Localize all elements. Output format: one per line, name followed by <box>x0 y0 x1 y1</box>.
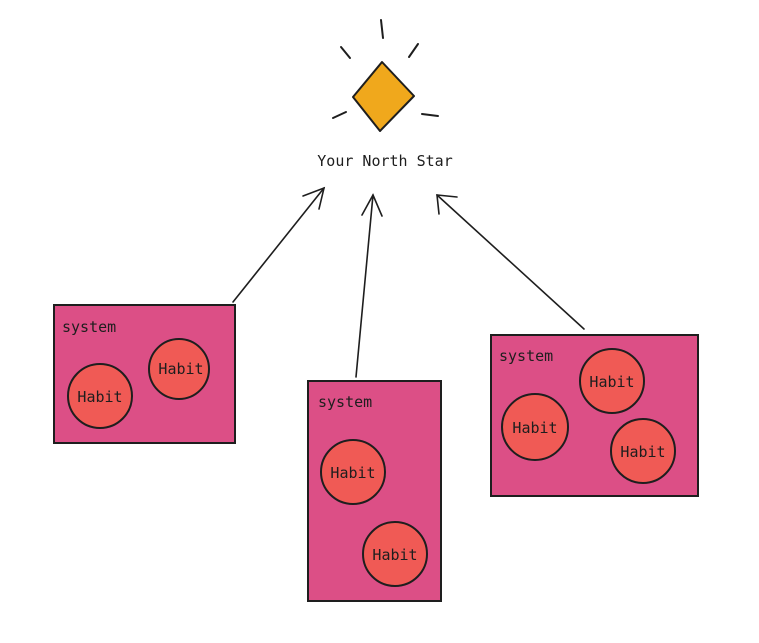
habit-label: Habit <box>158 360 203 378</box>
system-box-2: system Habit Habit <box>307 380 442 602</box>
arrows <box>232 186 585 378</box>
arrow-system-1 <box>232 186 326 303</box>
system-box-3: system Habit Habit Habit <box>490 334 699 497</box>
star-rays <box>332 19 439 119</box>
habit-label: Habit <box>620 443 665 461</box>
habit-label: Habit <box>372 546 417 564</box>
habit-circle: Habit <box>67 363 133 429</box>
habit-circle: Habit <box>320 439 386 505</box>
habit-label: Habit <box>330 464 375 482</box>
habit-label: Habit <box>512 419 557 437</box>
habit-circle: Habit <box>362 521 428 587</box>
habit-circle: Habit <box>501 393 569 461</box>
system-box-1: system Habit Habit <box>53 304 236 444</box>
north-star-label: Your North Star <box>317 152 452 170</box>
system-label: system <box>318 393 372 411</box>
system-label: system <box>62 318 116 336</box>
habit-circle: Habit <box>610 418 676 484</box>
habit-circle: Habit <box>148 338 210 400</box>
habit-circle: Habit <box>579 348 645 414</box>
north-star: Your North Star <box>317 19 453 170</box>
arrow-system-3 <box>436 194 585 330</box>
diamond-star-icon <box>352 61 415 132</box>
habit-label: Habit <box>77 388 122 406</box>
system-label: system <box>499 347 553 365</box>
arrow-system-2 <box>355 193 383 378</box>
habit-label: Habit <box>589 373 634 391</box>
